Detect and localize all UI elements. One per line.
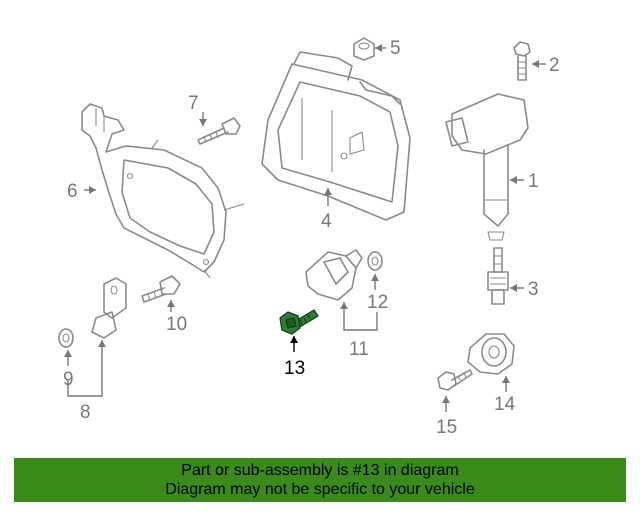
- part-3-spark-plug[interactable]: [487, 247, 509, 305]
- leader-lines: [64, 44, 546, 412]
- callout-6: 6: [67, 181, 78, 202]
- part-15-bolt[interactable]: [437, 369, 473, 391]
- part-8-sensor[interactable]: [91, 277, 127, 339]
- part-14-knock-sensor[interactable]: [467, 333, 515, 375]
- part-5-nut[interactable]: [353, 37, 375, 61]
- callout-4: 4: [321, 211, 332, 232]
- part-12-washer[interactable]: [367, 251, 383, 271]
- callout-11: 11: [349, 339, 369, 360]
- callout-13: 13: [284, 358, 305, 379]
- highlight-notice-banner: Part or sub-assembly is #13 in diagram D…: [14, 458, 626, 502]
- callout-15: 15: [436, 417, 457, 438]
- callout-labels: 5 2 1 3 7 6 4 12 11 10 9 8 13 14 15: [63, 38, 560, 438]
- part-2-bolt[interactable]: [513, 41, 531, 81]
- callout-7: 7: [188, 93, 199, 114]
- part-9-washer[interactable]: [58, 328, 74, 348]
- part-1-ignition-coil[interactable]: [445, 93, 529, 241]
- callout-5: 5: [390, 38, 401, 59]
- part-6-bracket[interactable]: [81, 103, 245, 279]
- part-10-bolt[interactable]: [141, 275, 181, 303]
- exploded-parts-diagram: 5 2 1 3 7 6 4 12 11 10 9 8 13 14 15: [58, 37, 560, 438]
- banner-line-part-number: Part or sub-assembly is #13 in diagram: [181, 462, 459, 479]
- part-11-sensor[interactable]: [305, 249, 363, 301]
- callout-1: 1: [528, 171, 539, 192]
- callout-14: 14: [494, 394, 516, 415]
- part-13-highlighted-bolt[interactable]: [279, 309, 319, 335]
- callout-3: 3: [528, 279, 539, 300]
- callout-2: 2: [549, 55, 560, 76]
- callout-12: 12: [367, 292, 388, 313]
- callout-9: 9: [63, 369, 74, 390]
- banner-line-disclaimer: Diagram may not be specific to your vehi…: [165, 481, 475, 498]
- callout-10: 10: [166, 314, 187, 335]
- part-4-control-module[interactable]: [261, 51, 411, 221]
- part-7-bolt[interactable]: [197, 117, 241, 145]
- callout-8: 8: [80, 402, 91, 423]
